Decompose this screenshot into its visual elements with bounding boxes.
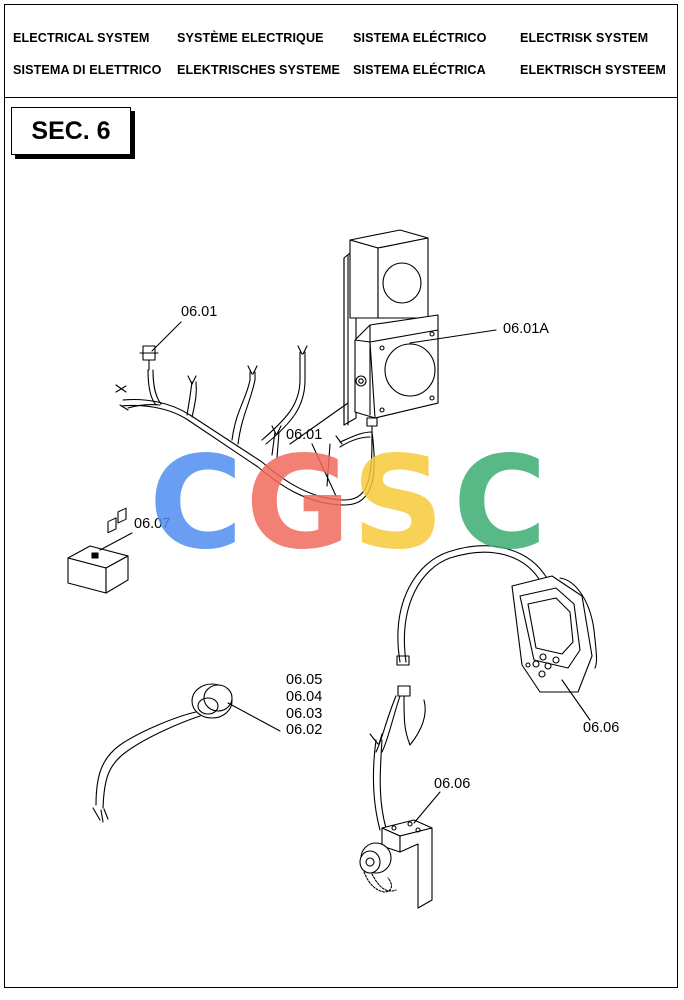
header-title-dutch: ELEKTRISCH SYSTEEM <box>520 63 666 77</box>
callout-round-connector-d: 06.02 <box>286 722 323 738</box>
watermark-letter-4: C <box>453 429 547 578</box>
header-title-spanish: SISTEMA ELÉCTRICO <box>353 31 487 45</box>
header-title-swedish: ELECTRISK SYSTEM <box>520 31 649 45</box>
header-title-german: ELEKTRISCHES SYSTEME <box>177 63 340 77</box>
socket-bracket-assembly <box>359 685 433 909</box>
callout-connector-block: 06.07 <box>134 516 171 532</box>
callout-round-connector-c: 06.03 <box>286 706 323 722</box>
header-title-english: ELECTRICAL SYSTEM <box>13 31 150 45</box>
header-title-italian: SISTEMA DI ELETTRICO <box>13 63 162 77</box>
section-badge: SEC. 6 <box>11 107 131 155</box>
watermark-letter-2: G <box>245 429 350 578</box>
round-connector-cable <box>92 683 233 823</box>
display-unit-assembly <box>396 545 598 693</box>
wiring-harness <box>115 345 375 506</box>
watermark-letter-3: S <box>352 429 444 578</box>
header-divider <box>4 97 678 98</box>
header-title-portuguese: SISTEMA ELÉCTRICA <box>353 63 486 77</box>
connector-block <box>67 507 129 594</box>
callout-control-box: 06.01A <box>503 321 549 337</box>
callout-harness: 06.01 <box>286 427 323 443</box>
callout-socket-bracket: 06.06 <box>434 776 471 792</box>
watermark-letter-1: C <box>149 429 243 578</box>
callout-round-connector-b: 06.04 <box>286 689 323 705</box>
callout-round-connector-a: 06.05 <box>286 672 323 688</box>
callout-harness-connector: 06.01 <box>181 304 218 320</box>
section-label: SEC. 6 <box>31 116 111 145</box>
control-box-unit <box>343 229 439 433</box>
leader-lines <box>99 321 591 824</box>
page-frame <box>4 4 678 988</box>
header-title-french: SYSTÈME ELECTRIQUE <box>177 31 324 45</box>
callout-display-unit: 06.06 <box>583 720 620 736</box>
